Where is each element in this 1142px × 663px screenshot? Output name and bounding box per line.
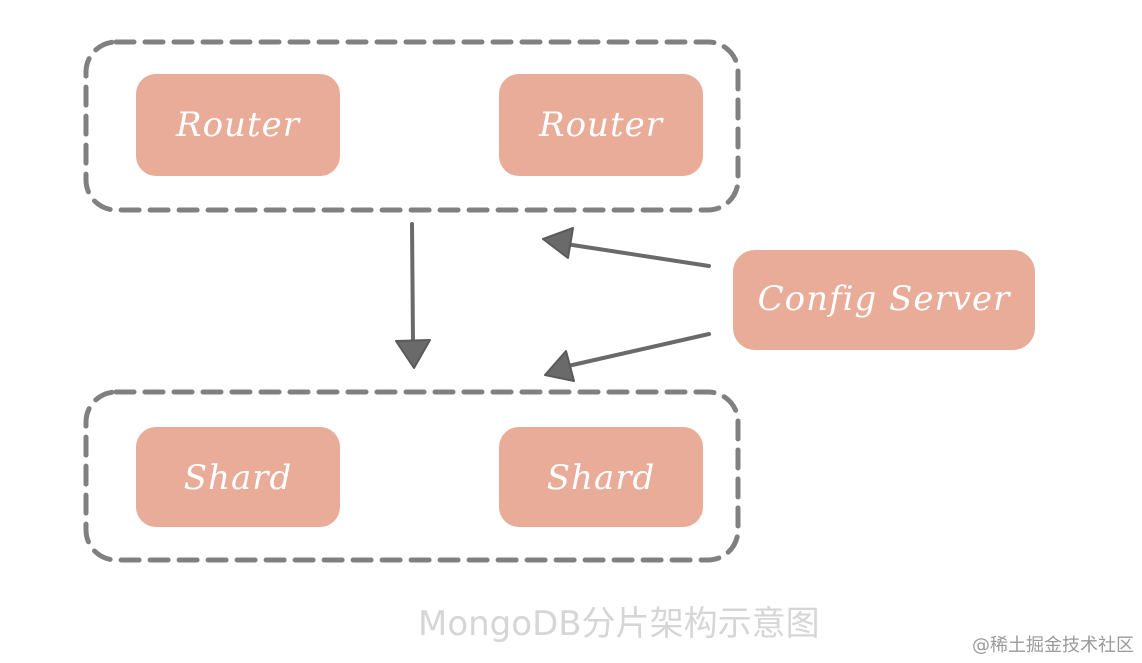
router-node-box xyxy=(499,74,703,176)
config-server-node: Config Server xyxy=(733,250,1035,350)
config-server-box xyxy=(733,250,1035,350)
caption-area: MongoDB分片架构示意图 xyxy=(0,596,1142,646)
router-node-box xyxy=(136,74,340,176)
shard-node: Shard xyxy=(499,427,703,527)
router-node-label: Router xyxy=(175,105,301,145)
arrow-down-head-icon xyxy=(395,339,431,369)
shard-node-box xyxy=(499,427,703,527)
config-server-label: Config Server xyxy=(758,279,1011,319)
arrow-config-to-router xyxy=(542,227,711,268)
arrow-router-to-shard xyxy=(395,222,431,369)
arrow-config-to-shard-line xyxy=(566,332,711,368)
arrow-left-head-icon xyxy=(544,350,575,382)
arrow-config-to-router-line xyxy=(564,242,711,268)
arrow-config-to-shard xyxy=(544,332,711,382)
router-node-label: Router xyxy=(538,105,664,145)
diagram-caption: MongoDB分片架构示意图 xyxy=(418,604,820,644)
arrow-router-to-shard-line xyxy=(410,222,415,344)
shard-node: Shard xyxy=(136,427,340,527)
shard-node-label: Shard xyxy=(184,458,292,498)
arrow-left-head-icon xyxy=(542,227,574,259)
router-group: Router Router xyxy=(83,39,741,213)
router-node: Router xyxy=(136,74,340,176)
shard-group-border xyxy=(83,389,741,563)
shard-node-box xyxy=(136,427,340,527)
watermark: @稀土掘金技术社区 xyxy=(972,635,1134,656)
shard-group: Shard Shard xyxy=(83,389,741,563)
router-node: Router xyxy=(499,74,703,176)
shard-node-label: Shard xyxy=(547,458,655,498)
router-group-border xyxy=(83,39,741,213)
